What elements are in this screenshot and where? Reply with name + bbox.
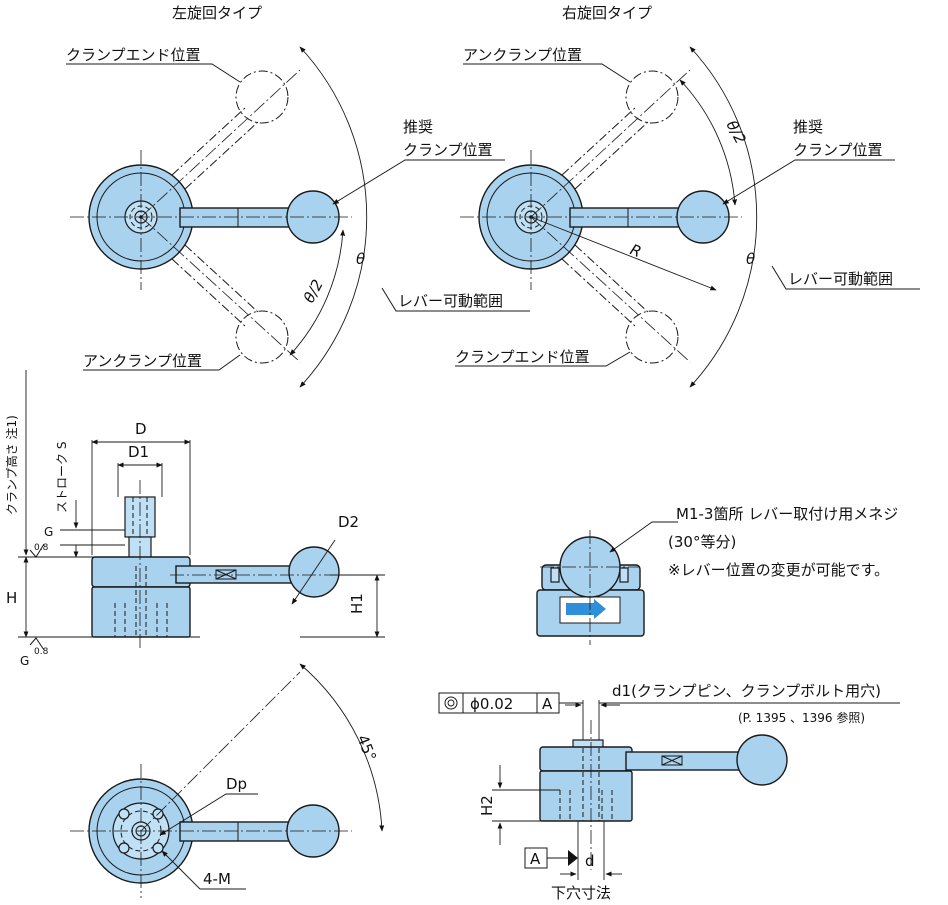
recommended-label-right-2: クランプ位置 — [793, 141, 883, 159]
d1-note: d1(クランプピン、クランプボルト用穴) — [612, 682, 881, 700]
unclamp-label: アンクランプ位置 — [83, 352, 202, 370]
G-symbol-top: G — [44, 525, 53, 539]
lever-mount-view: M1-3箇所 レバー取付け用メネジ (30°等分) ※レバー位置の変更が可能です… — [536, 505, 898, 645]
datum-box-label: A — [530, 850, 541, 868]
d-label: d — [585, 852, 595, 870]
recommended-label-2: クランプ位置 — [403, 141, 493, 159]
lever-range-label: レバー可動範囲 — [398, 292, 503, 310]
theta-half-label: θ/2 — [300, 276, 327, 305]
roughness-bottom: 0.8 — [34, 647, 49, 657]
reference-note: (P. 1395 、1396 参照) — [738, 710, 865, 725]
side-lever-arm — [175, 565, 295, 584]
clamp-end-label: クランプエンド位置 — [66, 46, 201, 64]
theta-label-right: θ — [746, 250, 755, 268]
clamp-end-label-right: クランプエンド位置 — [455, 348, 590, 366]
hole-body-upper — [539, 746, 633, 772]
H1-label: H1 — [348, 593, 366, 614]
bottom-view: 45° Dp 4-M — [70, 663, 385, 898]
stroke-label: ストローク S — [55, 442, 69, 513]
right-rotation-title: 右旋回タイプ — [562, 4, 652, 22]
four-M-label: 4-M — [203, 870, 231, 888]
angle-label: 45° — [353, 732, 380, 763]
bolt-hole — [118, 808, 130, 820]
hole-lever-arm — [625, 751, 743, 771]
datum-ref: A — [542, 695, 553, 713]
mount-note-line3: ※レバー位置の変更が可能です。 — [668, 561, 889, 579]
bolt-hole — [152, 842, 164, 854]
left-rotation-view: 左旋回タイプ θ θ/2 クラン — [66, 4, 530, 388]
direction-arrow-icon — [566, 599, 606, 619]
theta-label: θ — [356, 250, 365, 268]
D-label: D — [135, 420, 147, 438]
hole-body-lower — [539, 770, 633, 822]
hole-caption: 下穴寸法 — [551, 884, 611, 902]
recommended-label-right-1: 推奨 — [793, 118, 823, 136]
D2-label: D2 — [338, 513, 359, 531]
bolt-hole — [118, 842, 130, 854]
clamp-body-lower — [91, 586, 191, 638]
tolerance-value: ϕ0.02 — [470, 695, 513, 713]
recommended-label-1: 推奨 — [403, 118, 433, 136]
mount-note-line1: M1-3箇所 レバー取付け用メネジ — [676, 505, 898, 523]
H2-label: H2 — [478, 795, 496, 816]
H-label: H — [6, 589, 17, 607]
unclamp-label-right: アンクランプ位置 — [463, 46, 582, 64]
Dp-label: Dp — [226, 775, 247, 793]
D1-label: D1 — [128, 443, 149, 461]
hole-lever-knob — [736, 734, 788, 786]
lever-range-label-right: レバー可動範囲 — [788, 270, 893, 288]
tolerance-symbol-box — [438, 692, 464, 714]
right-rotation-view: 右旋回タイプ R θ θ/2 アンクランプ位置 推奨 — [455, 4, 920, 388]
mount-note-line2: (30°等分) — [668, 533, 736, 551]
left-rotation-title: 左旋回タイプ — [172, 4, 262, 22]
clamp-height-label: クランプ高さ 注1) — [4, 415, 19, 515]
G-symbol-bottom: G — [20, 654, 29, 668]
hole-view: ϕ0.02 A d1(クランプピン、クランプボルト用穴) (P. 1395 、1… — [438, 682, 900, 902]
side-view: クランプ高さ 注1) ストローク S D D1 — [4, 370, 385, 668]
radius-label: R — [627, 240, 643, 261]
